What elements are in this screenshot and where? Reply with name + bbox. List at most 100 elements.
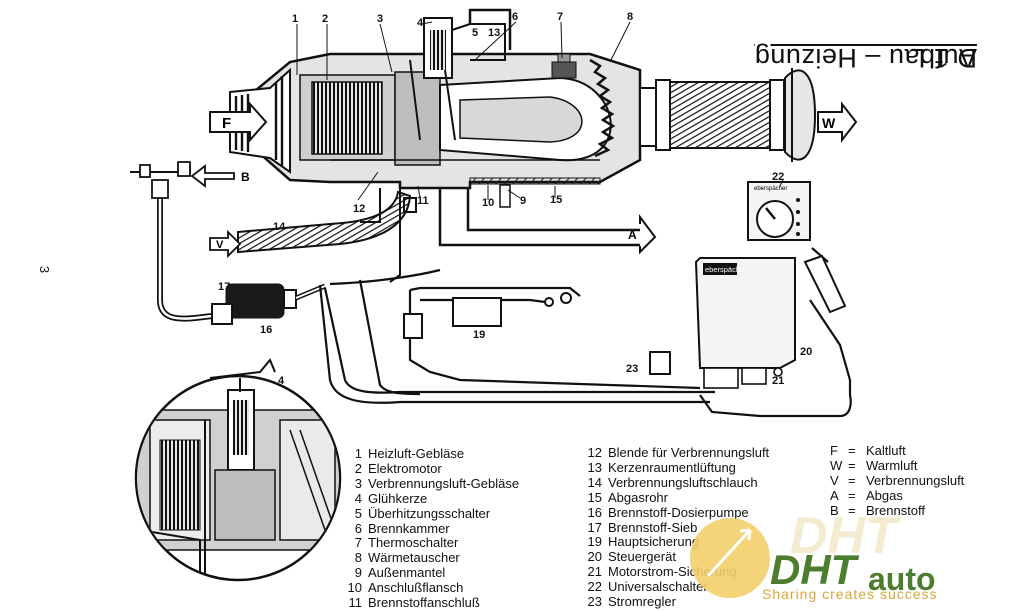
arrow-b: B bbox=[190, 164, 250, 188]
legend-entry: F=Kaltluft bbox=[830, 443, 964, 459]
callout-6: 6 bbox=[512, 11, 518, 23]
legend-number: 3 bbox=[354, 475, 362, 491]
legend-key: V bbox=[830, 472, 839, 488]
legend-entry: B = Brennstoff bbox=[830, 502, 964, 519]
arrow-a: A bbox=[628, 228, 637, 242]
detail-callout-4: 4 bbox=[278, 375, 285, 387]
legend-label: Universalschalter bbox=[608, 579, 708, 595]
legend-number: 4 bbox=[354, 490, 362, 506]
callout-3: 3 bbox=[377, 13, 383, 25]
legend-equals: = bbox=[848, 502, 856, 518]
legend-label: Kaltluft bbox=[866, 443, 906, 458]
legend-number: 23 bbox=[587, 594, 602, 610]
legend-equals: = bbox=[848, 457, 856, 473]
callout-13: 13 bbox=[488, 27, 500, 39]
arrow-f: F bbox=[209, 101, 268, 143]
watermark-graphic bbox=[690, 518, 770, 598]
page-number: 3 bbox=[37, 265, 53, 274]
callout-21: 21 bbox=[772, 375, 784, 387]
legend-entry: V=Verbrennungsluft bbox=[830, 472, 965, 489]
arrow-v-label: V bbox=[216, 239, 224, 251]
callout-14: 14 bbox=[273, 221, 286, 233]
legend-number: 21 bbox=[587, 564, 602, 580]
legend-number: 9 bbox=[354, 565, 362, 581]
legend-number: 12 bbox=[587, 445, 602, 460]
legend-label: Wärmetauscher bbox=[368, 550, 460, 566]
legend-label: Elektromotor bbox=[368, 460, 442, 476]
legend-number: 10 bbox=[347, 580, 362, 596]
legend-number: 14 bbox=[587, 474, 602, 490]
legend-entry: 12 Blende für Verbrennungsluft bbox=[580, 445, 770, 461]
callout-22: 22 bbox=[772, 171, 784, 183]
callout-8: 8 bbox=[627, 11, 633, 23]
callout-19: 19 bbox=[473, 329, 485, 341]
legend-entry: 17 Brennstoff-Sieb bbox=[580, 519, 769, 536]
legend-number: 16 bbox=[587, 504, 602, 520]
callout-15: 15 bbox=[550, 194, 562, 206]
legend-entry: 6 Brennkammer bbox=[347, 520, 519, 537]
legend-label: Abgasrohr bbox=[608, 489, 668, 505]
legend-number: 20 bbox=[587, 549, 602, 565]
callout-20: 20 bbox=[800, 346, 812, 358]
title-part-2: D 1 L bbox=[909, 43, 977, 73]
legend-label: Brennstoff bbox=[866, 502, 926, 518]
callout-17: 17 bbox=[218, 281, 230, 293]
legend-number: 17 bbox=[587, 519, 602, 535]
legend-label: Warmluft bbox=[866, 457, 918, 473]
legend-label: Überhitzungsschalter bbox=[368, 505, 491, 521]
callout-7: 7 bbox=[557, 11, 563, 23]
watermark-ghost-text: DHT bbox=[790, 507, 897, 565]
callout-11: 11 bbox=[417, 195, 429, 207]
legend-number: 19 bbox=[587, 534, 602, 550]
legend-number: 6 bbox=[354, 520, 362, 536]
legend-label: Brennstoff-Sieb bbox=[608, 519, 698, 535]
callout-16: 16 bbox=[260, 324, 272, 336]
legend-entry: A=Abgas bbox=[830, 487, 964, 504]
legend-key: A bbox=[830, 487, 839, 503]
current-regulator bbox=[649, 351, 671, 375]
watermark-logo: DHT bbox=[770, 546, 857, 593]
universal-switch: eberspächer bbox=[747, 181, 811, 241]
legend-key: W bbox=[830, 457, 843, 473]
legend-entry: 2 Elektromotor bbox=[347, 460, 519, 477]
cable-connector bbox=[803, 254, 847, 314]
legend-label: Brennkammer bbox=[368, 520, 450, 536]
legend-label: Verbrennungsluftschlauch bbox=[608, 474, 758, 490]
combustion-air-hose bbox=[237, 190, 412, 254]
legend-label: Kerzenraumentlüftung bbox=[608, 459, 736, 475]
legend-label: Verbrennungsluft bbox=[866, 472, 965, 488]
legend-key: B bbox=[830, 502, 839, 518]
callout-4: 4 bbox=[417, 17, 424, 29]
legend-number: 2 bbox=[354, 460, 362, 476]
arrow-w-label: W bbox=[822, 115, 836, 131]
legend-label: Stromregler bbox=[608, 594, 676, 610]
legend-label: Heizluft-Gebläse bbox=[368, 446, 465, 461]
diagram-title: Aufbau – Heizung D 1 L bbox=[754, 30, 985, 390]
callout-10: 10 bbox=[482, 197, 494, 209]
detail-view bbox=[134, 358, 342, 582]
control-unit: eberspächer bbox=[694, 257, 796, 389]
callout-9: 9 bbox=[520, 195, 526, 207]
legend-label: Thermoschalter bbox=[368, 535, 459, 551]
legend-label: Blende für Verbrennungsluft bbox=[608, 445, 770, 460]
legend-label: Brennstoffanschluß bbox=[368, 595, 480, 611]
legend-number: 7 bbox=[354, 535, 362, 551]
arrow-f-label: F bbox=[222, 115, 231, 132]
legend-label: Abgas bbox=[866, 487, 903, 503]
callout-5: 5 bbox=[472, 27, 478, 39]
watermark-logo-auto: auto bbox=[868, 561, 936, 597]
callout-1: 1 bbox=[292, 13, 298, 25]
legend-number: 13 bbox=[587, 459, 602, 475]
glow-plug-assembly bbox=[409, 8, 512, 141]
legend-entry: 14 Verbrennungsluftschlauch bbox=[580, 474, 769, 491]
legend-entry: 23 Stromregler bbox=[580, 594, 769, 610]
